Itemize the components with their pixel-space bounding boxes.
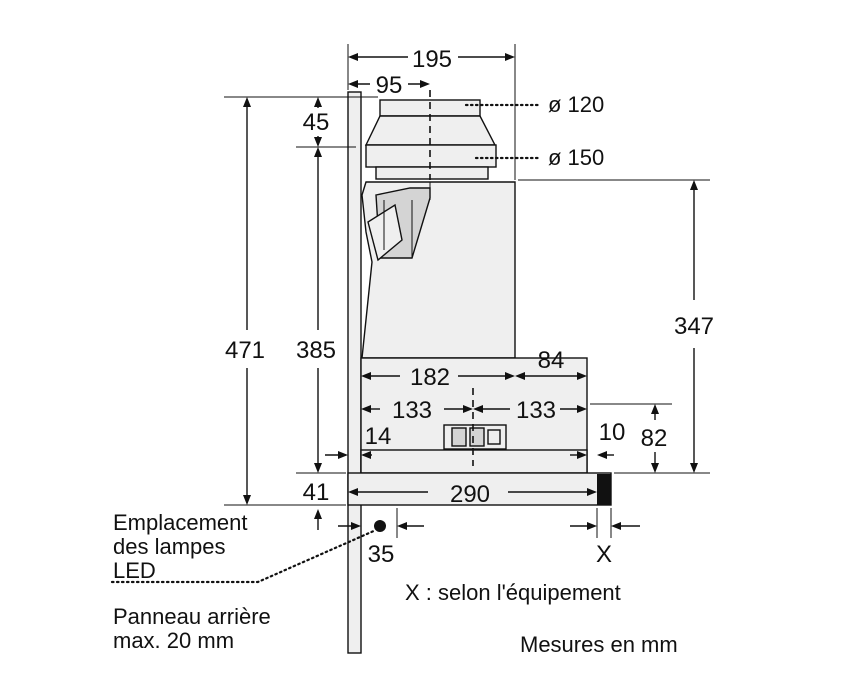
dim-x-label: X — [596, 541, 612, 568]
dim-axis-offset: 95 — [348, 72, 430, 99]
front-panel — [597, 474, 611, 505]
dim-total-width: 195 — [347, 44, 516, 180]
dim-depth: 290 — [348, 481, 597, 508]
duct-small-diameter: ø 120 — [548, 92, 604, 117]
dim-41-label: 41 — [303, 479, 330, 506]
dim-side-right: 10 — [570, 419, 625, 459]
dim-height-to-base: 385 — [296, 147, 336, 473]
dim-variable-x: X — [570, 508, 640, 568]
dim-upper-body-height: 347 — [674, 180, 714, 473]
dim-45-label: 45 — [303, 109, 330, 136]
dim-182-label: 182 — [410, 364, 450, 391]
fan-flap — [367, 187, 431, 262]
duct-large-diameter: ø 150 — [548, 145, 604, 170]
dim-front-width: 84 — [515, 347, 587, 380]
panel-label-line1: Panneau arrière — [113, 604, 271, 629]
dim-84-label: 84 — [538, 347, 565, 374]
dim-347-label: 347 — [674, 313, 714, 340]
dim-base-height: 41 — [303, 479, 330, 530]
units-note: Mesures en mm — [520, 632, 678, 657]
filter-element — [443, 424, 507, 450]
dim-35-label: 35 — [368, 541, 395, 568]
dim-385-label: 385 — [296, 337, 336, 364]
dim-half-widths: 133 133 — [361, 397, 587, 424]
x-note: X : selon l'équipement — [405, 580, 621, 605]
dim-82-label: 82 — [641, 425, 668, 452]
dim-95-label: 95 — [376, 72, 403, 99]
led-label-line3: LED — [113, 558, 156, 583]
duct-collar — [364, 99, 497, 180]
dim-195-label: 195 — [412, 46, 452, 73]
led-lamp — [374, 520, 386, 532]
back-panel — [347, 91, 362, 654]
dim-lower-width: 182 — [361, 364, 515, 391]
dim-10-label: 10 — [599, 419, 626, 446]
dim-led-offset: 35 — [338, 508, 424, 568]
dim-total-height: 471 — [225, 97, 265, 505]
panel-label-line2: max. 20 mm — [113, 628, 234, 653]
dim-front-height: 82 — [641, 404, 668, 473]
dim-133-right-label: 133 — [516, 397, 556, 424]
dim-collar-height: 45 — [303, 97, 330, 147]
dim-side-left: 14 — [325, 423, 391, 459]
led-label-line2: des lampes — [113, 534, 226, 559]
dim-290-label: 290 — [450, 481, 490, 508]
dim-471-label: 471 — [225, 337, 265, 364]
dim-14-label: 14 — [365, 423, 392, 450]
dim-133-left-label: 133 — [392, 397, 432, 424]
led-label-line1: Emplacement — [113, 510, 248, 535]
